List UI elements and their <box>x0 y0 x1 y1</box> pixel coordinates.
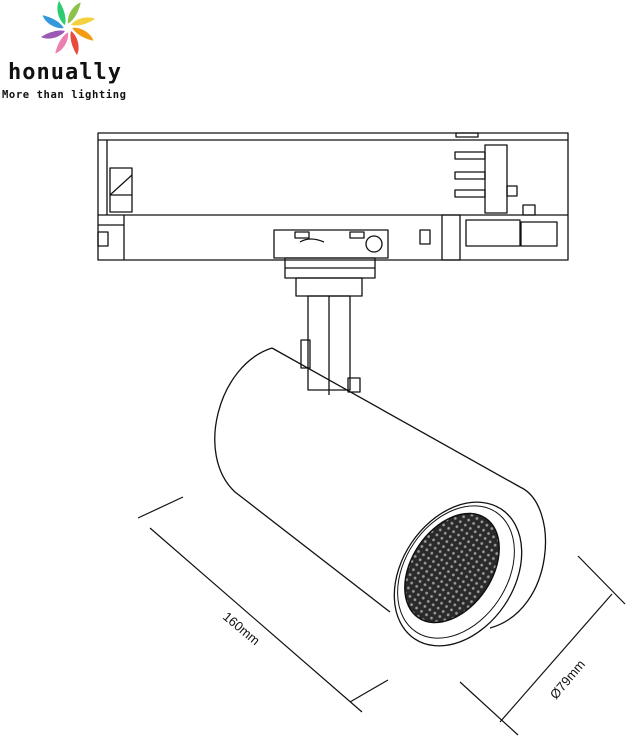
cylinder-body <box>214 347 547 647</box>
logo-petal <box>67 2 81 24</box>
logo-petal <box>42 15 64 29</box>
track-adapter <box>97 132 569 297</box>
logo-petal <box>57 1 66 25</box>
diameter-dimension <box>459 555 626 736</box>
honeycomb-lens <box>404 512 500 624</box>
diameter-label: Ø79mm <box>547 657 588 702</box>
logo-petal <box>71 17 95 26</box>
length-label: 160mm <box>220 609 263 648</box>
logo-petal <box>41 30 65 39</box>
brand-name: honually <box>8 60 122 85</box>
length-dimension <box>137 496 389 713</box>
logo-petal <box>55 32 69 54</box>
brand-logo: honually More than lighting <box>0 0 150 105</box>
logo-petal <box>70 31 79 55</box>
stem <box>300 295 361 395</box>
brand-tagline: More than lighting <box>2 89 127 101</box>
pinwheel-icon <box>41 1 95 55</box>
logo-petal <box>72 27 94 41</box>
